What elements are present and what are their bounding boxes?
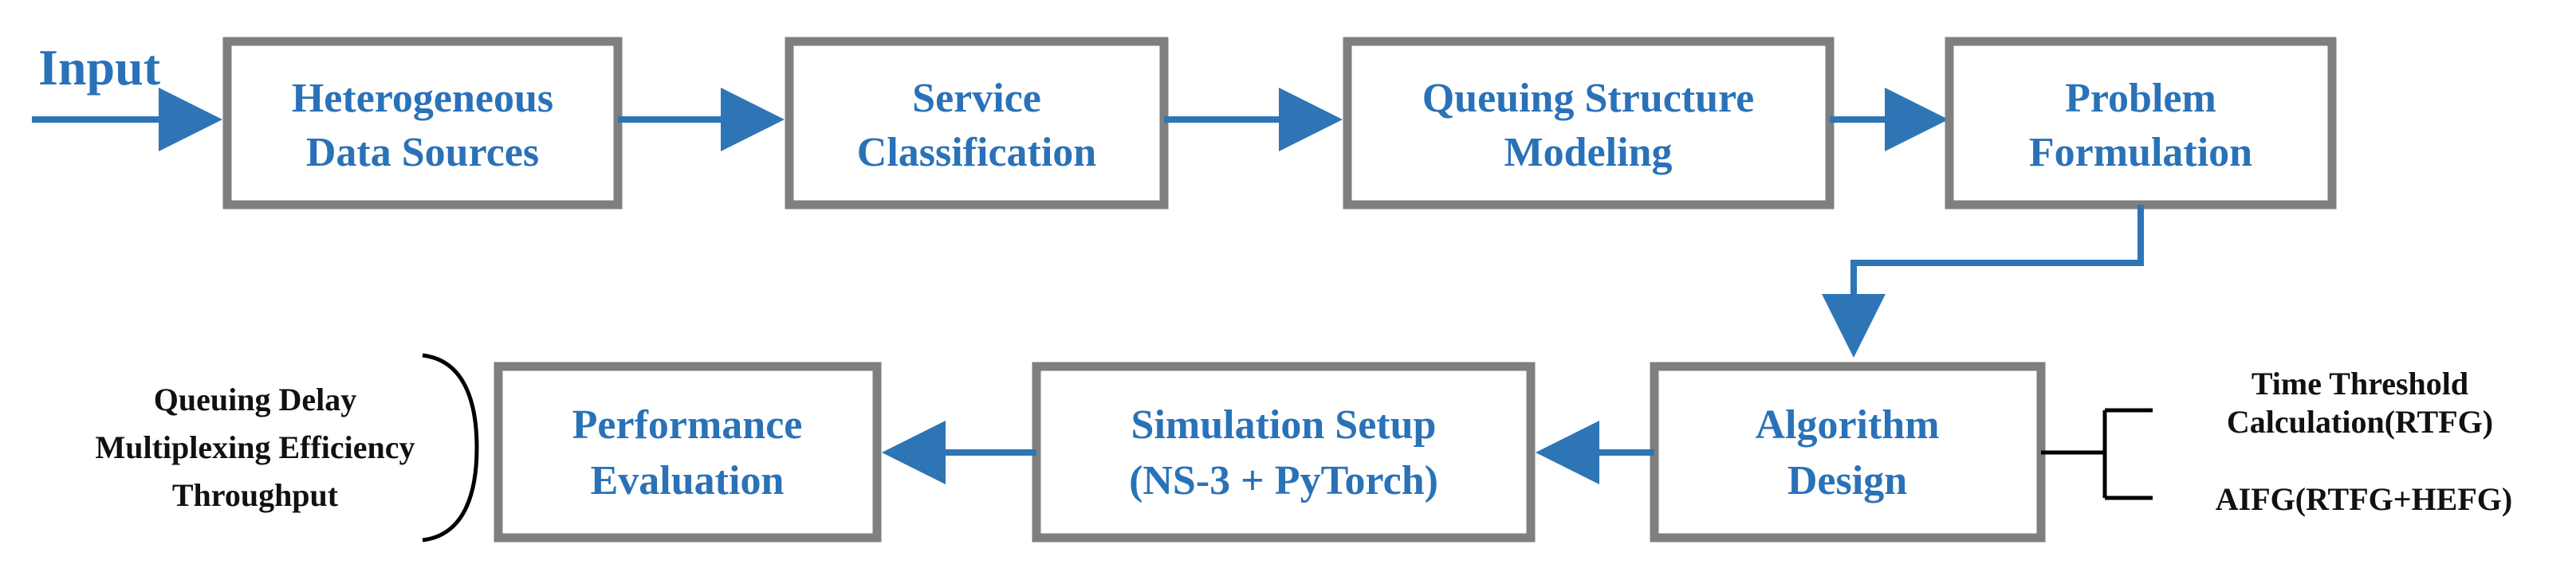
box-service-line1: Service [912,76,1041,121]
box-queuing-structure-modeling: Queuing Structure Modeling [1343,37,1835,210]
box-performance-evaluation: Performance Evaluation [494,362,882,543]
box-problem-line1: Problem [2065,76,2216,121]
box-queuing-line1: Queuing Structure [1422,76,1755,121]
input-label: Input [38,39,161,96]
box-simulation-line2: (NS-3 + PyTorch) [1129,458,1438,503]
box-problem-line2: Formulation [2029,130,2252,175]
branch2-label: AIFG(RTFG+HEFG) [2216,481,2512,517]
box-service-line2: Classification [857,130,1097,175]
box-service-classification: Service Classification [785,37,1169,210]
box-problem-formulation: Problem Formulation [1945,37,2337,210]
box-heterogeneous-line1: Heterogeneous [292,76,553,121]
box-queuing-line2: Modeling [1504,130,1673,175]
box-simulation-line1: Simulation Setup [1131,402,1437,448]
box-heterogeneous-data-sources: Heterogeneous Data Sources [222,37,623,210]
box-algorithm-design: Algorithm Design [1650,362,2046,543]
arrow-problem-to-algorithm [1822,205,2144,358]
box-algorithm-line2: Design [1787,458,1907,503]
metric-queuing-delay: Queuing Delay [154,382,356,417]
box-performance-line2: Evaluation [591,458,785,503]
box-heterogeneous-line2: Data Sources [306,130,539,175]
box-performance-line1: Performance [572,402,803,448]
metric-throughput: Throughput [172,477,339,513]
metric-multiplexing-efficiency: Multiplexing Efficiency [95,429,415,465]
box-simulation-setup: Simulation Setup (NS-3 + PyTorch) [1032,362,1536,543]
branch1-line2: Calculation(RTFG) [2227,404,2493,440]
metrics-brace [422,353,479,543]
algorithm-branch-bracket [2041,408,2153,500]
branch1-line1: Time Threshold [2252,366,2468,402]
box-algorithm-line1: Algorithm [1755,402,1939,448]
